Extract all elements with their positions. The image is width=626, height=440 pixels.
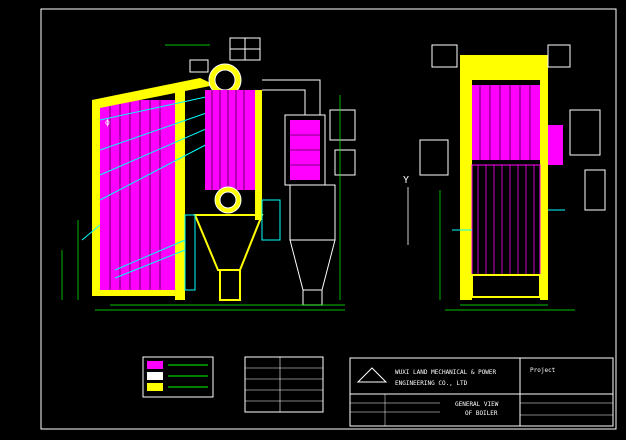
drawing-frame: [40, 8, 617, 430]
company-name-line1: WUXI LAND MECHANICAL & POWER: [395, 369, 497, 376]
drawing-title-line2: OF BOILER: [465, 410, 498, 417]
side-elevation-view: ϕ: [61, 37, 356, 311]
parameter-table: [244, 356, 324, 413]
title-block: WUXI LAND MECHANICAL & POWER ENGINEERING…: [349, 357, 614, 427]
company-logo-icon: [356, 367, 388, 383]
legend-table: [142, 356, 214, 398]
front-elevation-view: Y: [403, 44, 606, 311]
drawing-title-line1: GENERAL VIEW: [455, 401, 499, 408]
svg-text:ϕ: ϕ: [105, 118, 110, 127]
axis-y-label: Y: [403, 175, 409, 186]
project-label: Project: [530, 367, 556, 374]
company-name-line2: ENGINEERING CO., LTD: [395, 380, 468, 387]
